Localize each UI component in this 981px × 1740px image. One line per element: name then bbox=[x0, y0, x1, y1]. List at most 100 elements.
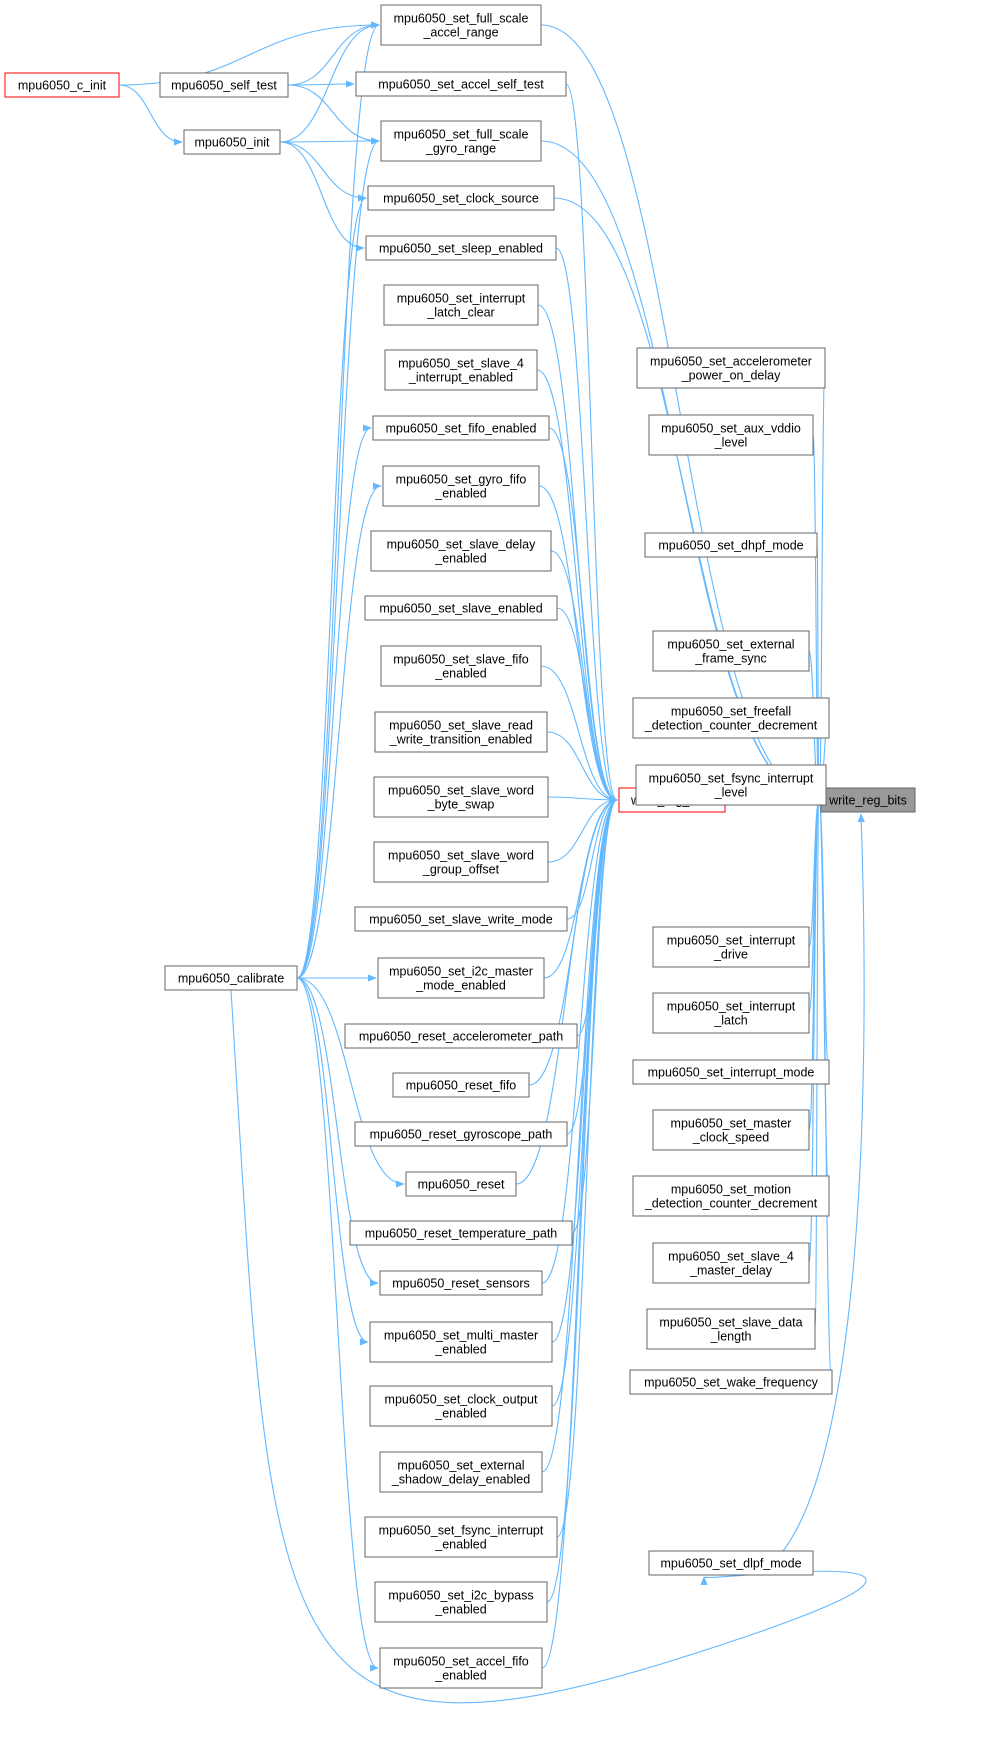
node-label-set_sleep_enabled: mpu6050_set_sleep_enabled bbox=[379, 242, 543, 256]
node-set_interrupt_latch_clear[interactable]: mpu6050_set_interrupt_latch_clear bbox=[383, 284, 539, 326]
node-label-set_i2c_bypass_enabled: _enabled bbox=[434, 1603, 486, 1617]
node-set_slave_4_interrupt_enabled[interactable]: mpu6050_set_slave_4_interrupt_enabled bbox=[384, 349, 538, 391]
node-label-set_fsync_interrupt_level: mpu6050_set_fsync_interrupt bbox=[649, 772, 814, 786]
node-box-set_slave_write_mode bbox=[354, 906, 568, 932]
node-mpu6050_self_test[interactable]: mpu6050_self_test bbox=[159, 72, 289, 98]
edge-mpu6050_calibrate-to-set_full_scale_gyro_range bbox=[296, 137, 380, 979]
node-set_aux_vddio_level[interactable]: mpu6050_set_aux_vddio_level bbox=[648, 414, 814, 456]
node-label-set_interrupt_latch_clear: mpu6050_set_interrupt bbox=[397, 292, 526, 306]
edge-mpu6050_self_test-to-set_accel_self_test bbox=[287, 80, 355, 88]
node-layer: write_reg_bitswrite_reg_boolmpu6050_c_in… bbox=[4, 4, 916, 1689]
node-set_clock_source[interactable]: mpu6050_set_clock_source bbox=[367, 185, 555, 211]
edge-mpu6050_calibrate-to-reset_sensors bbox=[296, 977, 379, 1287]
node-label-set_slave_word_group_offset: mpu6050_set_slave_word bbox=[388, 849, 534, 863]
node-set_wake_frequency[interactable]: mpu6050_set_wake_frequency bbox=[629, 1369, 833, 1395]
node-set_dlpf_mode[interactable]: mpu6050_set_dlpf_mode bbox=[648, 1550, 814, 1576]
node-write_reg_bits[interactable]: write_reg_bits bbox=[820, 787, 916, 813]
node-reset_accelerometer_path[interactable]: mpu6050_reset_accelerometer_path bbox=[344, 1023, 578, 1049]
node-label-set_slave_word_group_offset: _group_offset bbox=[422, 863, 500, 877]
node-box-set_slave_data_length bbox=[646, 1308, 816, 1350]
node-reset_fifo[interactable]: mpu6050_reset_fifo bbox=[392, 1072, 530, 1098]
node-box-set_slave_word_byte_swap bbox=[373, 776, 549, 818]
node-label-set_accelerometer_power_on_delay: _power_on_delay bbox=[681, 369, 781, 383]
node-box-set_fsync_interrupt_level bbox=[635, 764, 827, 806]
node-set_external_frame_sync[interactable]: mpu6050_set_external_frame_sync bbox=[652, 630, 810, 672]
node-mpu6050_calibrate[interactable]: mpu6050_calibrate bbox=[164, 965, 298, 991]
node-box-set_slave_4_interrupt_enabled bbox=[384, 349, 538, 391]
node-set_slave_write_mode[interactable]: mpu6050_set_slave_write_mode bbox=[354, 906, 568, 932]
edge-mpu6050_calibrate-to-set_fifo_enabled bbox=[296, 424, 372, 979]
node-box-set_full_scale_gyro_range bbox=[380, 120, 542, 162]
node-label-set_slave_delay_enabled: _enabled bbox=[434, 552, 486, 566]
node-set_multi_master_enabled[interactable]: mpu6050_set_multi_master_enabled bbox=[369, 1321, 553, 1363]
edge-mpu6050_calibrate-to-set_clock_source bbox=[296, 194, 367, 979]
node-label-set_fsync_interrupt_enabled: mpu6050_set_fsync_interrupt bbox=[379, 1524, 544, 1538]
node-set_slave_delay_enabled[interactable]: mpu6050_set_slave_delay_enabled bbox=[370, 530, 552, 572]
edge-set_slave_enabled-to-write_reg_bool bbox=[556, 607, 618, 804]
node-set_accelerometer_power_on_delay[interactable]: mpu6050_set_accelerometer_power_on_delay bbox=[636, 347, 826, 389]
node-set_gyro_fifo_enabled[interactable]: mpu6050_set_gyro_fifo_enabled bbox=[382, 465, 540, 507]
node-set_slave_read_write_transition_enabled[interactable]: mpu6050_set_slave_read_write_transition_… bbox=[374, 711, 548, 753]
node-set_i2c_master_mode_enabled[interactable]: mpu6050_set_i2c_master_mode_enabled bbox=[377, 957, 545, 999]
node-set_interrupt_latch[interactable]: mpu6050_set_interrupt_latch bbox=[652, 992, 810, 1034]
node-set_slave_fifo_enabled[interactable]: mpu6050_set_slave_fifo_enabled bbox=[380, 645, 542, 687]
node-label-set_accelerometer_power_on_delay: mpu6050_set_accelerometer bbox=[650, 355, 812, 369]
node-box-set_slave_enabled bbox=[364, 595, 558, 621]
edge-set_dlpf_mode-to-write_reg_bits bbox=[782, 813, 865, 1552]
node-label-set_external_frame_sync: _frame_sync bbox=[694, 652, 767, 666]
node-label-set_dlpf_mode: mpu6050_set_dlpf_mode bbox=[660, 1557, 801, 1571]
node-set_freefall_detection_counter_decrement[interactable]: mpu6050_set_freefall_detection_counter_d… bbox=[632, 697, 830, 739]
node-set_sleep_enabled[interactable]: mpu6050_set_sleep_enabled bbox=[365, 235, 557, 261]
node-set_interrupt_drive[interactable]: mpu6050_set_interrupt_drive bbox=[652, 926, 810, 968]
node-set_slave_enabled[interactable]: mpu6050_set_slave_enabled bbox=[364, 595, 558, 621]
node-box-set_full_scale_accel_range bbox=[380, 4, 542, 46]
node-set_fsync_interrupt_level[interactable]: mpu6050_set_fsync_interrupt_level bbox=[635, 764, 827, 806]
node-reset_sensors[interactable]: mpu6050_reset_sensors bbox=[379, 1270, 543, 1296]
node-label-set_aux_vddio_level: _level bbox=[714, 436, 748, 450]
node-set_accel_fifo_enabled[interactable]: mpu6050_set_accel_fifo_enabled bbox=[379, 1647, 543, 1689]
node-reset_gyroscope_path[interactable]: mpu6050_reset_gyroscope_path bbox=[354, 1121, 568, 1147]
node-label-set_slave_4_interrupt_enabled: _interrupt_enabled bbox=[408, 371, 513, 385]
node-box-set_multi_master_enabled bbox=[369, 1321, 553, 1363]
node-set_clock_output_enabled[interactable]: mpu6050_set_clock_output_enabled bbox=[369, 1385, 553, 1427]
node-label-set_motion_detection_counter_decrement: _detection_counter_decrement bbox=[644, 1197, 818, 1211]
node-label-reset: mpu6050_reset bbox=[418, 1178, 505, 1192]
node-set_slave_data_length[interactable]: mpu6050_set_slave_data_length bbox=[646, 1308, 816, 1350]
edge-set_slave_delay_enabled-to-write_reg_bool bbox=[550, 550, 618, 804]
node-box-set_slave_4_master_delay bbox=[652, 1242, 810, 1284]
node-box-set_interrupt_latch bbox=[652, 992, 810, 1034]
edge-set_multi_master_enabled-to-write_reg_bool bbox=[551, 796, 618, 1343]
node-set_fsync_interrupt_enabled[interactable]: mpu6050_set_fsync_interrupt_enabled bbox=[364, 1516, 558, 1558]
node-set_external_shadow_delay_enabled[interactable]: mpu6050_set_external_shadow_delay_enable… bbox=[379, 1451, 543, 1493]
node-reset[interactable]: mpu6050_reset bbox=[405, 1171, 517, 1197]
node-box-set_clock_output_enabled bbox=[369, 1385, 553, 1427]
node-box-set_dlpf_mode bbox=[648, 1550, 814, 1576]
node-box-set_accelerometer_power_on_delay bbox=[636, 347, 826, 389]
node-set_fifo_enabled[interactable]: mpu6050_set_fifo_enabled bbox=[372, 415, 550, 441]
node-mpu6050_init[interactable]: mpu6050_init bbox=[183, 129, 281, 155]
node-label-set_multi_master_enabled: _enabled bbox=[434, 1343, 486, 1357]
node-reset_temperature_path[interactable]: mpu6050_reset_temperature_path bbox=[349, 1220, 573, 1246]
node-set_slave_4_master_delay[interactable]: mpu6050_set_slave_4_master_delay bbox=[652, 1242, 810, 1284]
node-mpu6050_c_init[interactable]: mpu6050_c_init bbox=[4, 72, 120, 98]
node-label-mpu6050_c_init: mpu6050_c_init bbox=[18, 79, 107, 93]
node-set_full_scale_gyro_range[interactable]: mpu6050_set_full_scale_gyro_range bbox=[380, 120, 542, 162]
node-box-mpu6050_self_test bbox=[159, 72, 289, 98]
node-set_dhpf_mode[interactable]: mpu6050_set_dhpf_mode bbox=[644, 532, 818, 558]
node-set_full_scale_accel_range[interactable]: mpu6050_set_full_scale_accel_range bbox=[380, 4, 542, 46]
node-label-set_slave_delay_enabled: mpu6050_set_slave_delay bbox=[387, 538, 536, 552]
node-set_slave_word_group_offset[interactable]: mpu6050_set_slave_word_group_offset bbox=[373, 841, 549, 883]
node-set_slave_word_byte_swap[interactable]: mpu6050_set_slave_word_byte_swap bbox=[373, 776, 549, 818]
edge-set_fifo_enabled-to-write_reg_bool bbox=[548, 427, 618, 804]
node-set_motion_detection_counter_decrement[interactable]: mpu6050_set_motion_detection_counter_dec… bbox=[632, 1175, 830, 1217]
node-set_i2c_bypass_enabled[interactable]: mpu6050_set_i2c_bypass_enabled bbox=[374, 1581, 548, 1623]
node-label-set_gyro_fifo_enabled: mpu6050_set_gyro_fifo bbox=[396, 473, 527, 487]
node-label-set_master_clock_speed: mpu6050_set_master bbox=[671, 1117, 792, 1131]
edge-set_accel_fifo_enabled-to-write_reg_bool bbox=[541, 796, 618, 1669]
edge-mpu6050_self_test-to-set_full_scale_gyro_range bbox=[287, 84, 380, 145]
node-set_master_clock_speed[interactable]: mpu6050_set_master_clock_speed bbox=[652, 1109, 810, 1151]
node-label-set_full_scale_gyro_range: _gyro_range bbox=[425, 142, 496, 156]
node-set_accel_self_test[interactable]: mpu6050_set_accel_self_test bbox=[355, 71, 567, 97]
edge-set_slave_4_master_delay-to-write_reg_bits bbox=[808, 797, 820, 1264]
node-set_interrupt_mode[interactable]: mpu6050_set_interrupt_mode bbox=[632, 1059, 830, 1085]
